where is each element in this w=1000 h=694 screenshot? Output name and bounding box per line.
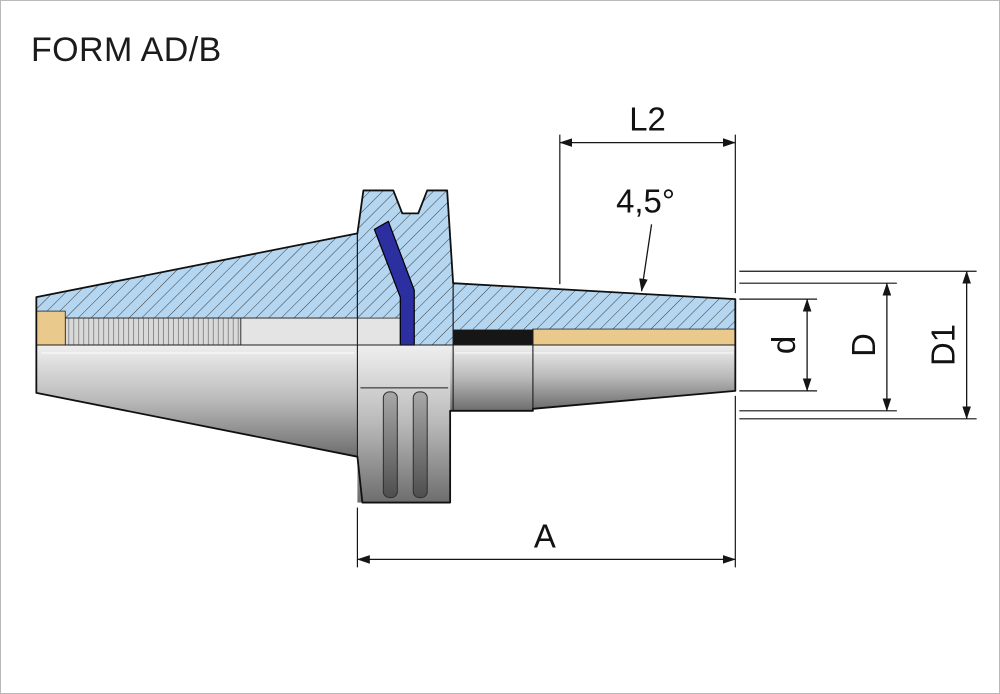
taper-shank-section [35,232,358,319]
body-lower [532,345,736,409]
dimension-D: D [739,282,897,412]
neck-lower [450,345,533,411]
dimension-D1: D1 [739,270,977,420]
dimension-d: d [739,298,818,392]
a-label: A [534,517,556,554]
flange-lower [357,345,451,503]
dimension-l2: L2 [559,101,736,294]
bore-cylindrical [240,317,401,346]
D-label: D [845,333,882,357]
taper-angle-leader [639,224,653,292]
taper-shank-lower [36,345,358,457]
taper-angle-label: 4,5° [616,182,675,219]
part-outline [35,189,737,504]
clamping-bore-sleeve [532,328,736,346]
l2-label: L2 [629,101,666,138]
part-lower-half [36,345,736,503]
dimension-taper-angle: 4,5° [616,182,675,292]
dimension-a: A [356,395,736,568]
pull-stud-thread-insert [35,310,66,346]
gripper-groove-right [412,391,428,499]
gripper-groove-left [382,391,398,499]
d-label: d [765,336,802,354]
seal-ring-section [453,330,533,346]
D1-label: D1 [925,324,962,366]
page-title: FORM AD/B [31,31,222,69]
part-upper-half [35,189,736,457]
body-section [452,282,736,331]
thread-bore [64,317,242,346]
